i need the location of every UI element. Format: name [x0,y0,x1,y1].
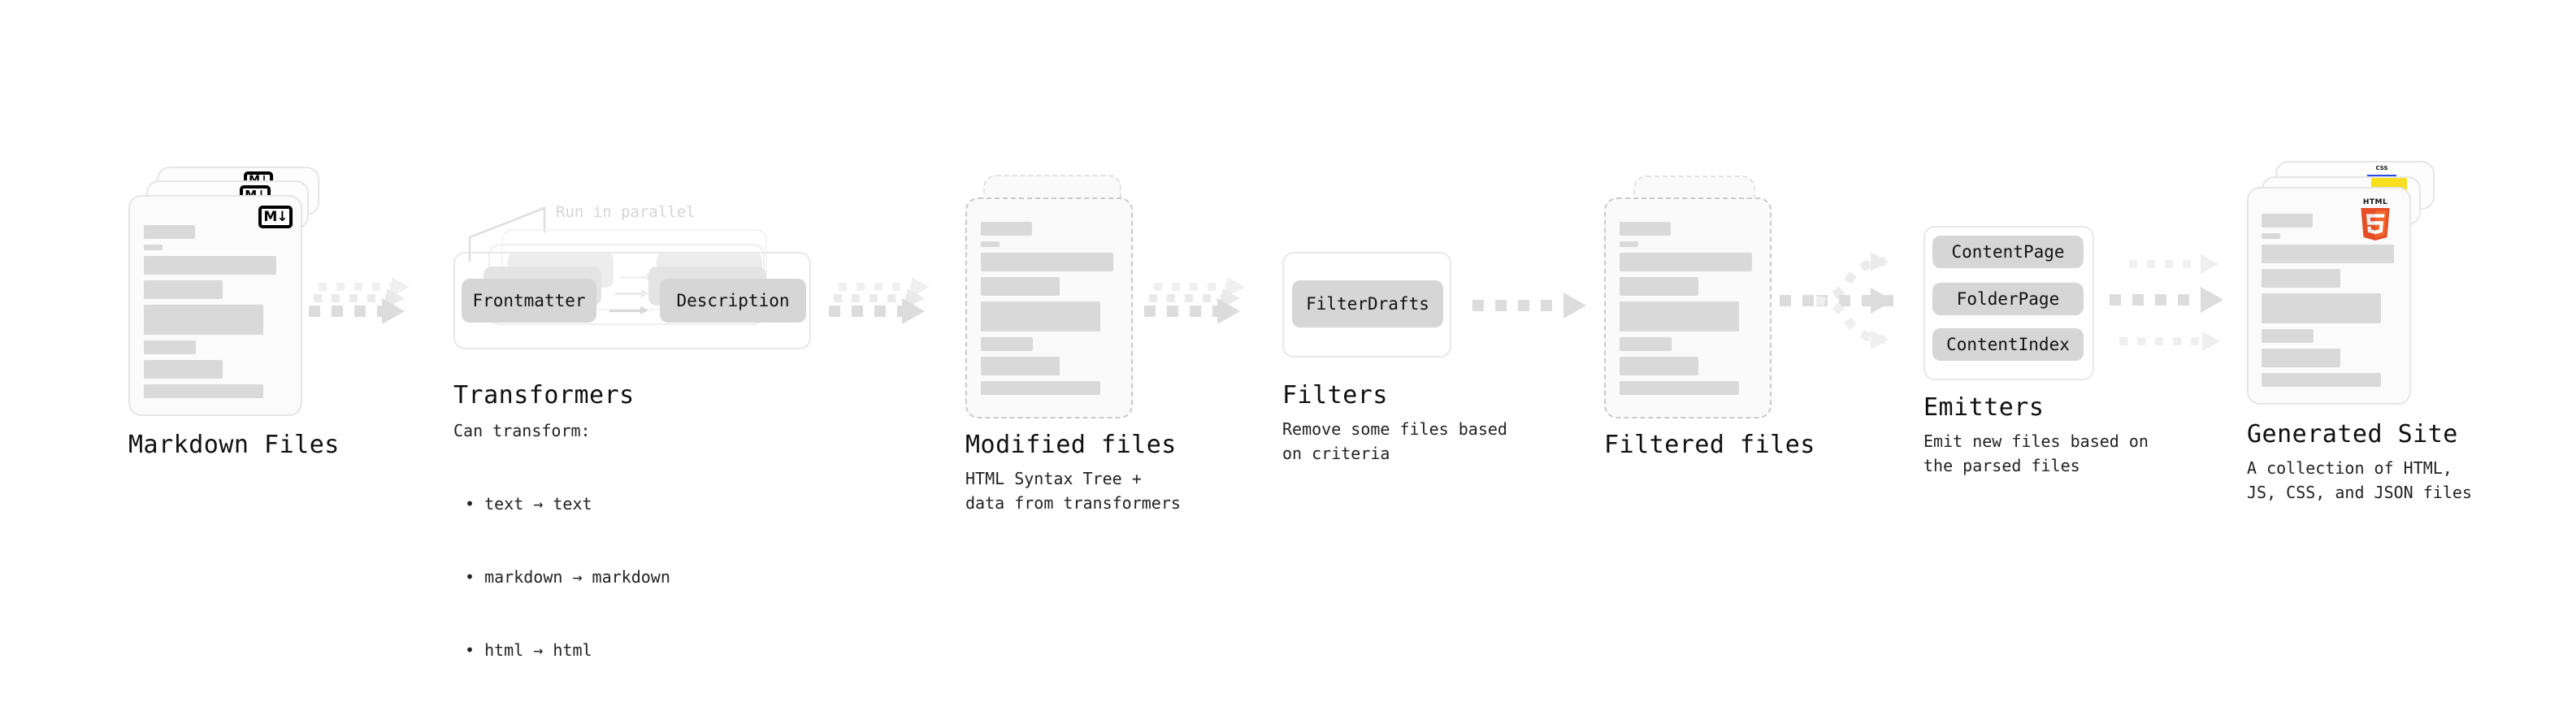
card-bar [1620,253,1752,271]
card-bar [1620,357,1698,375]
card-bar [2262,269,2340,288]
card-bar [144,340,196,354]
card-bar [144,305,263,335]
branch-paths [1780,257,1893,345]
transformers-box [453,252,811,349]
generated-site-title: Generated Site [2247,420,2458,449]
markdown-icon: M↓ [258,206,293,228]
html5-icon-caption: HTML [2362,198,2388,206]
generated-site-desc-line-2: JS, CSS, and JSON files [2247,483,2472,502]
modified-files-desc-line-1: HTML Syntax Tree + [965,469,1142,488]
filtered-files-title: Filtered files [1604,431,1815,459]
html5-icon: HTML [2357,198,2394,241]
emitters-box [1923,226,2094,380]
card-bar [981,253,1113,271]
card-bar [981,222,1032,236]
pipeline-diagram: M↓ M↓ M↓ Markdown Files R [128,161,2472,660]
card-bar [1620,381,1739,395]
card-bar [2262,373,2381,387]
card-bar [981,241,1000,247]
card-bar [144,225,195,239]
branch-head-mid [1869,288,1893,314]
emitter-chip-contentindex[interactable]: ContentIndex [1932,328,2084,361]
card-bar [1620,301,1739,332]
list-item: • text → text [465,494,592,514]
card-bar [144,245,163,250]
markdown-files-title: Markdown Files [128,431,340,459]
emitters-desc-line-1: Emit new files based on [1923,431,2149,451]
emitter-chip-folderpage[interactable]: FolderPage [1932,283,2084,315]
card-bar [144,280,223,299]
card-bar [1620,222,1671,236]
modified-files-desc-line-2: data from transformers [965,493,1181,513]
card-bar [981,357,1060,375]
card-bar [981,301,1100,332]
run-in-parallel-callout [468,206,546,262]
list-item: • html → html [465,640,592,660]
filters-desc-line-2: on criteria [1282,444,1390,463]
filters-box [1282,252,1451,358]
filters-title: Filters [1282,381,1388,410]
card-bar [981,277,1060,296]
filters-desc-line-1: Remove some files based [1282,419,1507,439]
transformers-title: Transformers [453,381,635,410]
transformer-chip-frontmatter[interactable]: Frontmatter [462,279,596,323]
transformers-desc-heading: Can transform: [453,421,591,440]
card-bar [144,256,276,275]
card-bar [1620,241,1638,247]
generated-site-desc-line-1: A collection of HTML, [2247,458,2452,478]
card-bar [1620,337,1672,351]
modified-files-title: Modified files [965,431,1177,459]
emitter-chip-contentpage[interactable]: ContentPage [1932,236,2084,268]
card-bar [2262,233,2280,239]
html5-shield [2361,208,2390,241]
emitters-desc-line-2: the parsed files [1923,456,2080,475]
branch-head-up [1869,252,1889,271]
card-bar [2262,349,2340,367]
card-bar [2262,214,2313,228]
card-bar [2262,245,2394,263]
card-bar [1620,277,1698,296]
transformers-bullet-list: • text → text • markdown → markdown • ht… [465,443,670,711]
card-bar [2262,329,2314,343]
transformer-chip-description[interactable]: Description [660,279,806,323]
run-in-parallel-label: Run in parallel [556,203,696,221]
card-bar [144,360,223,379]
card-bar [144,384,263,398]
branch-head-down [1869,330,1889,349]
filter-chip-filterdrafts[interactable]: FilterDrafts [1292,280,1443,327]
emitters-title: Emitters [1923,393,2045,422]
card-bar [2262,293,2381,323]
card-bar [981,337,1033,351]
card-bar [981,381,1100,395]
list-item: • markdown → markdown [465,567,670,587]
